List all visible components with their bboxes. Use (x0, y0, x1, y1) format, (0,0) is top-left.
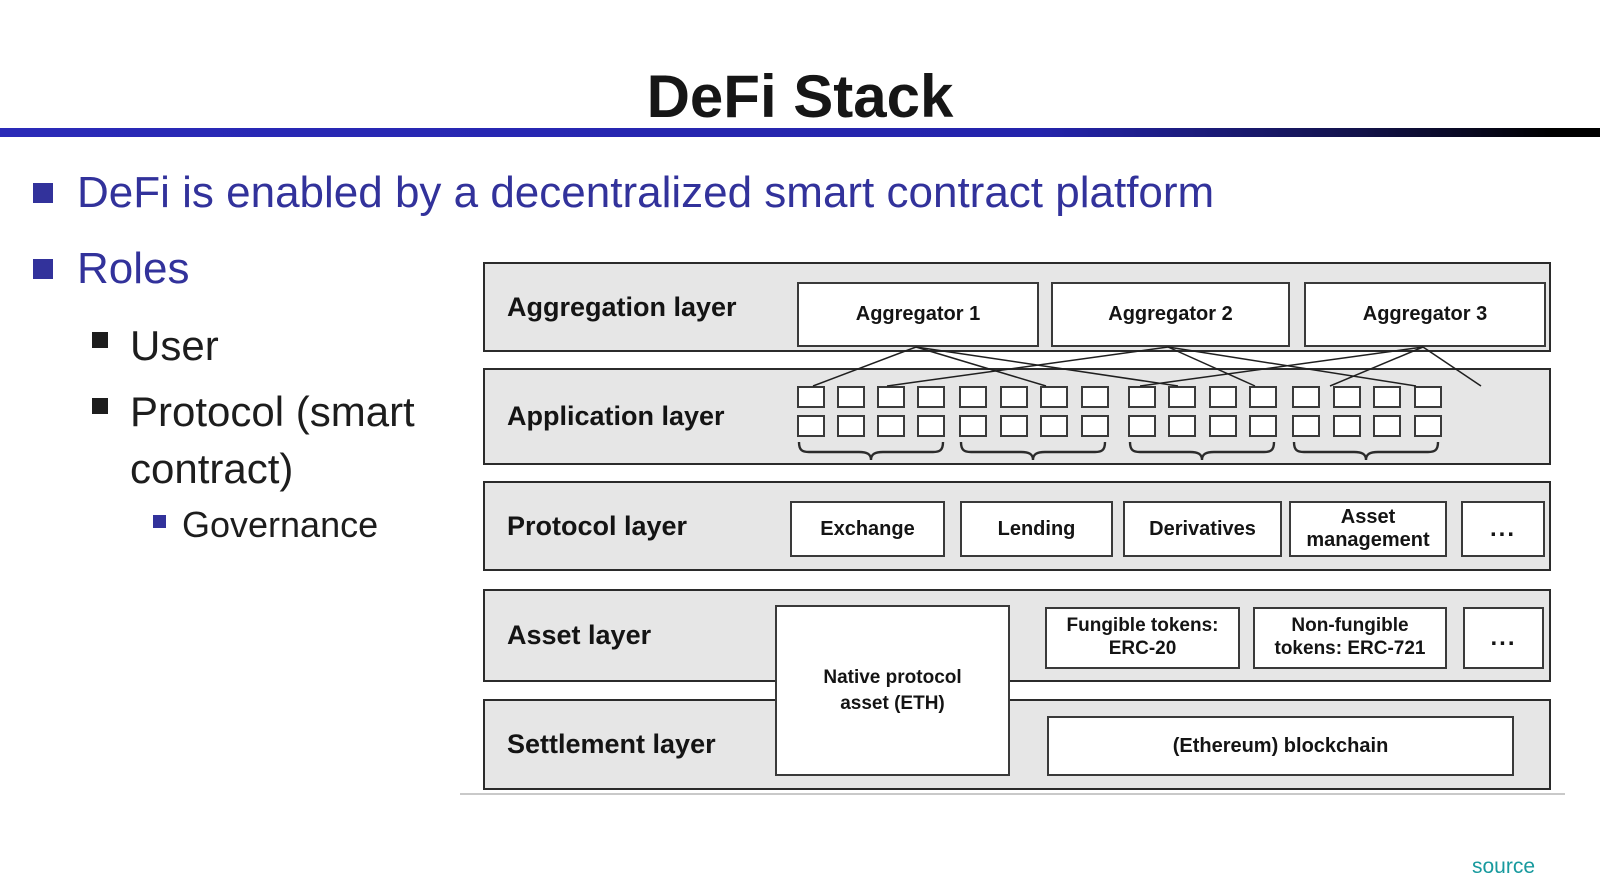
app-box (1080, 386, 1109, 408)
brace-icon (1292, 441, 1440, 461)
layer-row-application: Application layer (483, 368, 1551, 465)
app-box (1373, 415, 1402, 437)
app-box (1413, 415, 1442, 437)
app-box (999, 386, 1028, 408)
layer-row-settlement: Settlement layer (Ethereum) blockchain (483, 699, 1551, 790)
app-box (877, 386, 905, 408)
app-box (1248, 386, 1277, 408)
app-box (1292, 386, 1320, 408)
app-group (797, 386, 945, 461)
app-box (1168, 386, 1197, 408)
layer-label: Settlement layer (507, 729, 716, 759)
layer-row-aggregation: Aggregation layer Aggregator 1 Aggregato… (483, 262, 1551, 352)
app-box (797, 386, 825, 408)
page-title: DeFi Stack (646, 63, 954, 131)
app-box (1332, 415, 1361, 437)
app-box (1168, 415, 1197, 437)
bullet-square-icon (92, 398, 108, 414)
protocol-box: Exchange (790, 501, 945, 557)
layer-label: Protocol layer (507, 510, 688, 541)
app-box (837, 415, 865, 437)
brace-icon (1128, 441, 1276, 461)
app-box (1128, 415, 1156, 437)
app-box (959, 415, 987, 437)
bullet-square-icon (92, 332, 108, 348)
app-box (877, 415, 905, 437)
aggregator-box: Aggregator 2 (1051, 282, 1290, 347)
app-group (959, 386, 1109, 461)
app-box (959, 386, 987, 408)
app-box (1040, 415, 1069, 437)
app-box (1373, 386, 1402, 408)
asset-box: Non-fungible tokens: ERC-721 (1253, 607, 1447, 669)
bullet-label: DeFi is enabled by a decentralized smart… (77, 168, 1215, 217)
ellipsis-box: ... (1461, 501, 1545, 557)
app-box (1128, 386, 1156, 408)
protocol-box: Derivatives (1123, 501, 1282, 557)
bullet-item: DeFi is enabled by a decentralized smart… (33, 168, 1214, 219)
layer-label: Aggregation layer (507, 291, 737, 322)
settlement-box: (Ethereum) blockchain (1047, 716, 1514, 776)
ellipsis-box: ... (1463, 607, 1544, 669)
bullet-label: Roles (77, 244, 190, 293)
app-box (999, 415, 1028, 437)
aggregator-box: Aggregator 3 (1304, 282, 1546, 347)
source-link[interactable]: source (1472, 855, 1536, 878)
app-box (1413, 386, 1442, 408)
bullet-label: Governance (182, 504, 379, 545)
app-group (1292, 386, 1442, 461)
app-group (1128, 386, 1277, 461)
native-asset-box: Native protocol asset (ETH) (775, 605, 1010, 776)
brace-icon (959, 441, 1107, 461)
layer-row-protocol: Protocol layer Exchange Lending Derivati… (483, 481, 1551, 571)
bullet-square-icon (33, 259, 53, 279)
bullet-item: User (92, 318, 219, 375)
protocol-box: Asset management (1289, 501, 1447, 557)
bullet-square-icon (153, 515, 166, 528)
app-box (797, 415, 825, 437)
bullet-item: Governance (153, 503, 378, 546)
diagram-bottom-edge (460, 793, 1565, 795)
layer-label: Application layer (507, 401, 725, 431)
app-box (837, 386, 865, 408)
app-box (1208, 386, 1237, 408)
app-box (1332, 386, 1361, 408)
layer-row-asset: Asset layer Fungible tokens: ERC-20 Non-… (483, 589, 1551, 682)
asset-box: Fungible tokens: ERC-20 (1045, 607, 1240, 669)
layer-label: Asset layer (507, 620, 652, 650)
app-box (1248, 415, 1277, 437)
app-box (1292, 415, 1320, 437)
app-box (1080, 415, 1109, 437)
bullet-square-icon (33, 183, 53, 203)
bullet-item: Protocol (smart contract) (92, 384, 522, 497)
bullet-item: Roles (33, 244, 190, 295)
app-box (917, 386, 945, 408)
app-box (917, 415, 945, 437)
app-box (1040, 386, 1069, 408)
bullet-label: Protocol (smart contract) (130, 388, 415, 492)
protocol-box: Lending (960, 501, 1113, 557)
bullet-label: User (130, 322, 219, 369)
aggregator-box: Aggregator 1 (797, 282, 1039, 347)
app-box (1208, 415, 1237, 437)
brace-icon (797, 441, 945, 461)
defi-stack-diagram: Aggregation layer Aggregator 1 Aggregato… (483, 262, 1555, 790)
title-divider (0, 128, 1600, 137)
